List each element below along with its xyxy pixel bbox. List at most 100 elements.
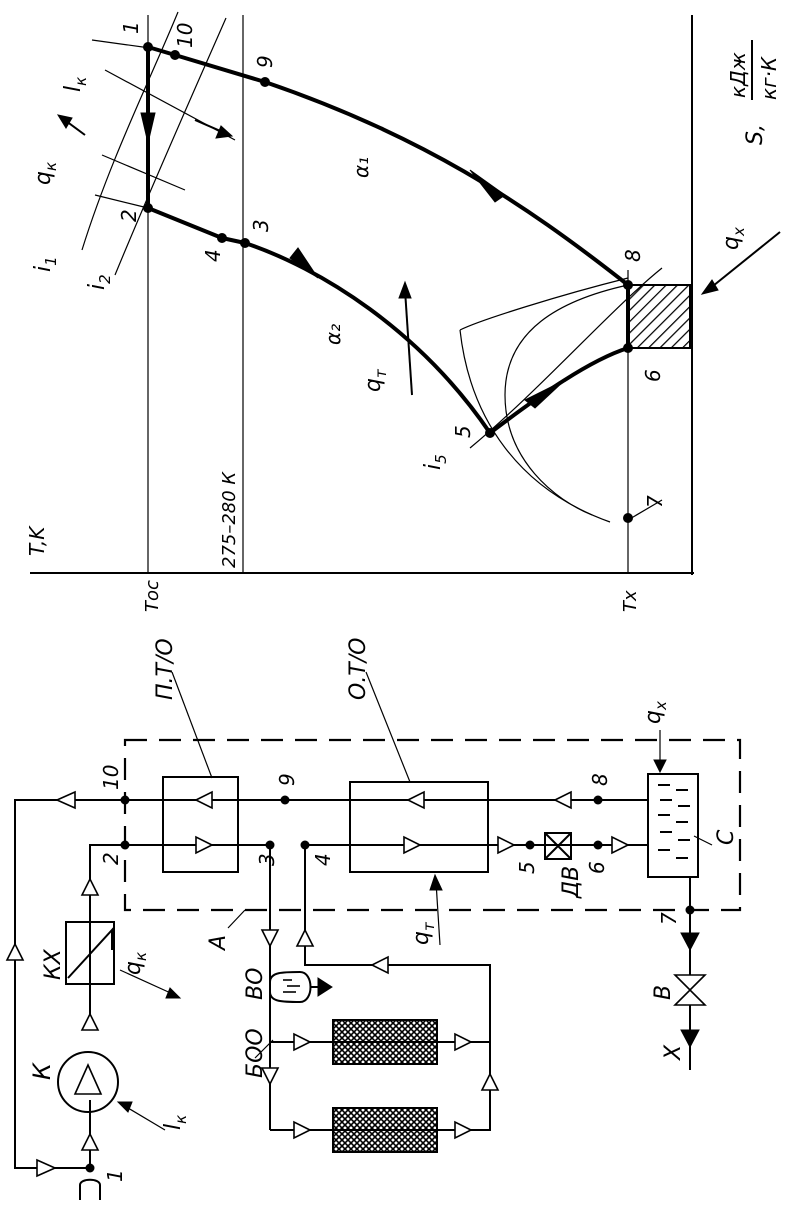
point-7 [623, 513, 633, 523]
node-5 [525, 840, 535, 850]
scheme-qx-arrow-head [653, 759, 667, 774]
svg-text:qк: qк [31, 162, 60, 185]
inlet-fitting [79, 1178, 101, 1200]
c-leader [693, 835, 713, 846]
point-8 [623, 280, 633, 290]
label-i1: i1 [31, 256, 60, 272]
point-label-9: 9 [253, 55, 277, 68]
point-3 [240, 238, 250, 248]
arrow-3-5 [289, 247, 319, 279]
svg-text:i1: i1 [31, 256, 60, 272]
moisture-separator-liquid [283, 979, 300, 993]
scheme-num-2: 2 [99, 852, 123, 865]
main-heat-exchanger [349, 781, 489, 873]
qt-arrow-head [398, 280, 412, 299]
scheme-num-10: 10 [99, 765, 123, 790]
scheme-label-qx: qх [641, 701, 670, 724]
label-alpha1: α₁ [349, 157, 373, 178]
label-i2: i2 [85, 274, 114, 290]
construction-line-4 [94, 194, 149, 209]
adsorber-1 [332, 1019, 438, 1065]
label-pt: П.Т/О [153, 638, 178, 700]
ts-diagram: 1 10 9 2 4 3 5 6 8 7 T,K Tос Tх 275–280 … [25, 11, 781, 612]
scheme-qt-arrow-head [429, 873, 443, 891]
point-label-1: 1 [119, 21, 143, 34]
a-leader [227, 909, 246, 929]
axis-s-unit-num: кДж [726, 52, 750, 98]
saturation-dome-lower [504, 284, 629, 516]
axis-s-label: S, [743, 124, 768, 145]
svg-text:i2: i2 [85, 274, 114, 290]
label-lk: lк [61, 77, 90, 92]
axis-t-label: T,K [25, 525, 49, 556]
point-label-6: 6 [641, 369, 665, 382]
moisture-separator [269, 970, 312, 1004]
label-ot: О.Т/О [346, 638, 371, 700]
label-a: А [206, 935, 231, 952]
scheme-qk-arrow-head [165, 987, 182, 999]
qx-arrow-line [707, 231, 781, 291]
point-label-4: 4 [201, 249, 225, 262]
point-1 [143, 42, 153, 52]
qx-arrow-head [700, 279, 719, 295]
scheme-num-5: 5 [515, 861, 539, 874]
svg-text:lк: lк [61, 77, 90, 92]
scheme-num-9: 9 [275, 773, 299, 786]
point-4 [217, 233, 227, 243]
svg-text:qт: qт [409, 921, 438, 945]
svg-text:lк: lк [161, 1115, 190, 1130]
node-3 [265, 840, 275, 850]
svg-text:qк: qк [121, 952, 150, 975]
process-scheme: П.Т/О О.Т/О К КХ ВО БОО А ДВ С В Х 10 9 … [5, 638, 742, 1200]
point-5 [485, 428, 495, 438]
arrow-8-9 [469, 169, 506, 203]
label-dv: ДВ [559, 866, 584, 899]
label-boo: БОО [243, 1028, 268, 1078]
arrow-1-2 [140, 112, 156, 144]
construction-line-3 [101, 154, 186, 191]
flow-arrows [5, 790, 700, 1178]
point-6 [623, 343, 633, 353]
boo-leader [254, 1039, 274, 1059]
point-2 [143, 203, 153, 213]
label-c: С [714, 829, 739, 845]
label-kx: КХ [41, 948, 66, 980]
node-10 [120, 795, 130, 805]
point-10 [170, 50, 180, 60]
point-label-8: 8 [621, 249, 645, 262]
process-2-5 [146, 206, 492, 435]
point-label-2: 2 [117, 209, 141, 222]
node-9 [280, 795, 290, 805]
scheme-label-qk: qк [121, 952, 150, 975]
node-1 [85, 1163, 95, 1173]
arrow-5-6 [524, 379, 566, 409]
point-label-7: 7 [643, 495, 667, 508]
svg-text:qт: qт [361, 368, 390, 392]
label-qx: qх [719, 227, 748, 250]
isenthalp-i1 [81, 11, 179, 251]
scheme-num-7: 7 [657, 912, 681, 925]
label-x: Х [661, 1044, 686, 1061]
isenthalp-i2 [114, 17, 227, 276]
label-qt: qт [361, 368, 390, 392]
svg-text:qх: qх [719, 227, 748, 250]
point-9 [260, 77, 270, 87]
adsorber-2 [332, 1107, 438, 1153]
isobar-7 [627, 499, 663, 521]
after-cooler-coil [67, 927, 113, 979]
node-4 [300, 840, 310, 850]
scheme-qk-arrow-line [119, 969, 176, 996]
scheme-num-6: 6 [585, 861, 609, 874]
saturation-curve-outer [459, 277, 629, 331]
separator [647, 773, 699, 878]
construction-line-1 [91, 39, 151, 49]
cooling-capacity-area [627, 284, 691, 349]
ot-leader [365, 671, 411, 783]
scheme-num-8: 8 [588, 773, 612, 786]
band-label: 275–280 К [219, 471, 240, 568]
drain-arrow [317, 977, 333, 997]
node-8 [593, 795, 603, 805]
throttle-valve [544, 832, 572, 860]
line-4 [270, 845, 491, 1131]
